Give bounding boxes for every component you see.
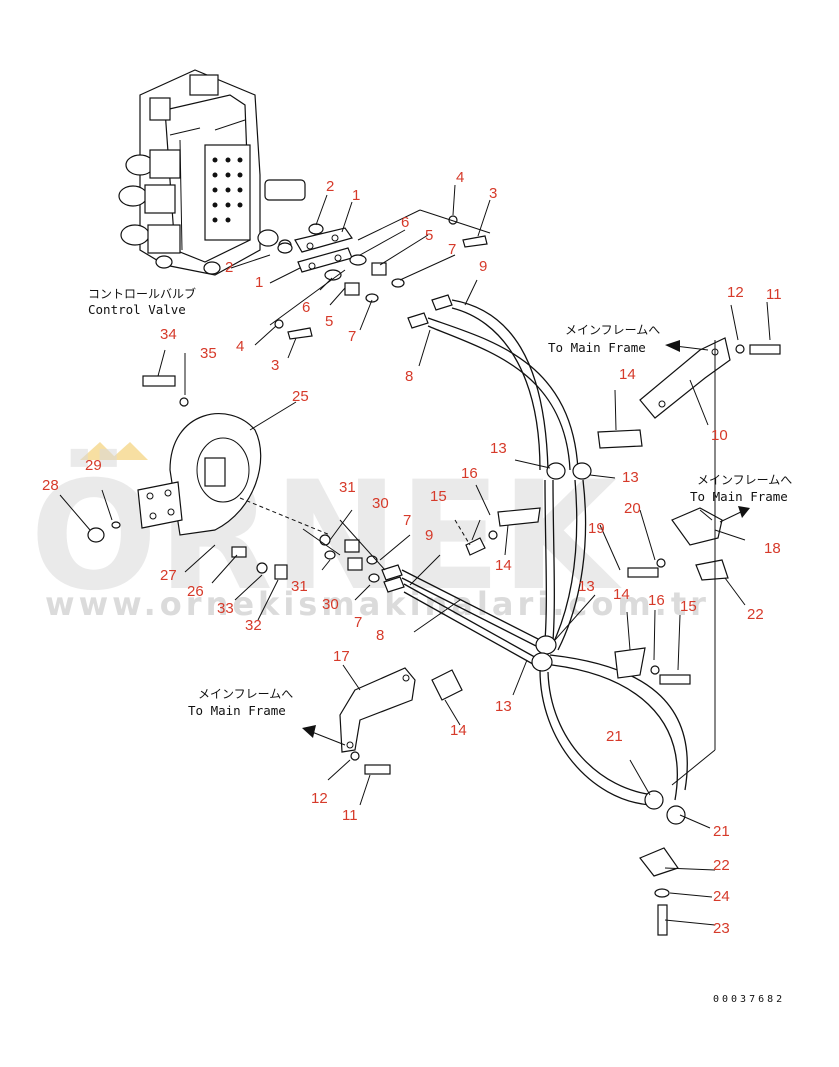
callout-30: 30 — [372, 495, 389, 512]
callout-6: 6 — [302, 299, 310, 316]
callout-31: 31 — [339, 479, 356, 496]
callout-13: 13 — [622, 469, 639, 486]
callout-3: 3 — [271, 357, 279, 374]
callout-21: 21 — [713, 823, 730, 840]
arrow-left-icon — [674, 345, 709, 351]
callout-9: 9 — [479, 258, 487, 275]
to-main-frame-label-jp-3: メインフレームへ — [198, 687, 293, 701]
callout-15: 15 — [680, 598, 697, 615]
callouts: 1 1 2 2 3 3 4 4 5 5 6 6 7 7 7 7 8 8 9 9 … — [42, 169, 782, 937]
callout-1: 1 — [352, 187, 360, 204]
callout-11: 11 — [342, 807, 358, 824]
callout-25: 25 — [292, 388, 309, 405]
hoses-lower — [381, 564, 688, 825]
callout-18: 18 — [764, 540, 781, 557]
callout-3: 3 — [489, 185, 497, 202]
watermark-accent-icon — [80, 442, 148, 460]
callout-13: 13 — [495, 698, 512, 715]
arrow-head-icon — [302, 725, 316, 738]
to-main-frame-label-jp-1: メインフレームへ — [565, 323, 660, 337]
callout-28: 28 — [42, 477, 59, 494]
callout-16: 16 — [648, 592, 665, 609]
callout-20: 20 — [624, 500, 641, 517]
callout-27: 27 — [160, 567, 177, 584]
callout-33: 33 — [217, 600, 234, 617]
callout-14: 14 — [613, 586, 630, 603]
callout-10: 10 — [711, 427, 728, 444]
callout-16: 16 — [461, 465, 478, 482]
callout-4: 4 — [456, 169, 464, 186]
callout-13: 13 — [490, 440, 507, 457]
drawing-number: 00037682 — [713, 994, 785, 1005]
callout-19: 19 — [588, 520, 605, 537]
callout-23: 23 — [713, 920, 730, 937]
callout-17: 17 — [333, 648, 350, 665]
callout-29: 29 — [85, 457, 102, 474]
watermark: ÖRNEK www.ornekismakinalari.com.tr — [30, 442, 710, 624]
callout-24: 24 — [713, 888, 730, 905]
callout-22: 22 — [747, 606, 764, 623]
callout-14: 14 — [619, 366, 636, 383]
callout-5: 5 — [425, 227, 433, 244]
callout-1: 1 — [255, 274, 263, 291]
watermark-url: www.ornekismakinalari.com.tr — [45, 585, 710, 623]
control-valve-drawing — [118, 69, 306, 276]
leader-lines — [59, 184, 771, 926]
callout-6: 6 — [401, 214, 409, 231]
direction-arrows — [302, 340, 750, 746]
callout-14: 14 — [450, 722, 467, 739]
hoses-upper — [407, 294, 592, 651]
callout-14: 14 — [495, 557, 512, 574]
callout-2: 2 — [326, 178, 334, 195]
callout-34: 34 — [160, 326, 177, 343]
callout-8: 8 — [376, 627, 384, 644]
callout-26: 26 — [187, 583, 204, 600]
callout-5: 5 — [325, 313, 333, 330]
callout-9: 9 — [425, 527, 433, 544]
callout-7: 7 — [354, 614, 362, 631]
callout-7: 7 — [448, 241, 456, 258]
callout-13: 13 — [578, 578, 595, 595]
callout-11: 11 — [766, 286, 782, 303]
callout-12: 12 — [311, 790, 328, 807]
callout-35: 35 — [200, 345, 217, 362]
callout-7: 7 — [403, 512, 411, 529]
callout-30: 30 — [322, 596, 339, 613]
control-valve-label-en: Control Valve — [88, 302, 186, 317]
callout-12: 12 — [727, 284, 744, 301]
callout-7: 7 — [348, 328, 356, 345]
callout-22: 22 — [713, 857, 730, 874]
callout-2: 2 — [225, 259, 233, 276]
callout-4: 4 — [236, 338, 244, 355]
callout-31: 31 — [291, 578, 308, 595]
to-main-frame-label-en-3: To Main Frame — [188, 703, 286, 718]
callout-8: 8 — [405, 368, 413, 385]
arrow-head-icon — [738, 506, 750, 518]
flange-parts — [274, 215, 488, 340]
arrow-left-icon — [311, 731, 346, 746]
control-valve-label-jp: コントロールバルブ — [88, 286, 196, 301]
to-main-frame-label-en-1: To Main Frame — [548, 340, 646, 355]
callout-21: 21 — [606, 728, 623, 745]
to-main-frame-label-jp-2: メインフレームへ — [697, 473, 792, 487]
fasteners — [350, 344, 781, 936]
arrow-head-icon — [665, 340, 680, 352]
callout-15: 15 — [430, 488, 447, 505]
callout-32: 32 — [245, 617, 262, 634]
to-main-frame-label-en-2: To Main Frame — [690, 489, 788, 504]
